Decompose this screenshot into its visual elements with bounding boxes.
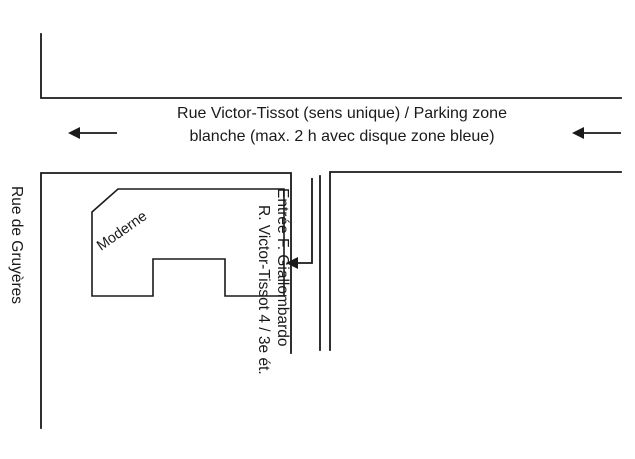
arrow-left-icon	[572, 127, 621, 139]
arrow-left-icon	[68, 127, 117, 139]
building-moderne	[91, 188, 285, 297]
road-edge-west-block	[40, 172, 292, 429]
street-label-top-line2: blanche (max. 2 h avec disque zone bleue…	[189, 128, 494, 145]
entrance-label-line2: R. Victor-Tissot 4 / 3e ét.	[255, 205, 272, 375]
entrance-label-line1: Entrée F. Giallombardo	[274, 188, 291, 347]
street-label-left: Rue de Gruyères	[8, 186, 25, 304]
road-edge-east-block	[329, 171, 622, 351]
building-label: Moderne	[94, 208, 150, 254]
street-label-top-line1: Rue Victor-Tissot (sens unique) / Parkin…	[177, 105, 507, 122]
road-edge-north	[40, 33, 622, 99]
entrance-arrow-icon	[286, 178, 313, 269]
